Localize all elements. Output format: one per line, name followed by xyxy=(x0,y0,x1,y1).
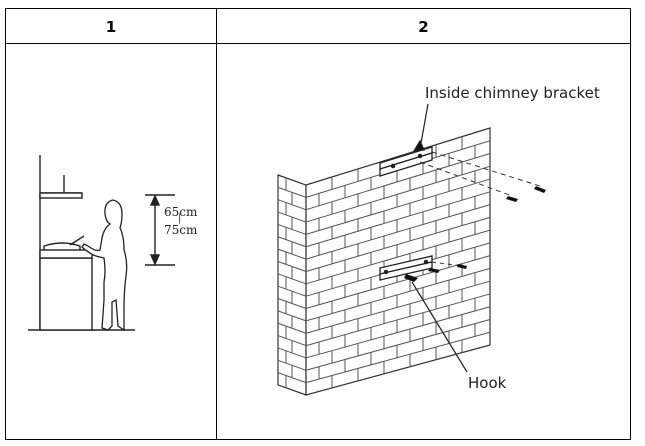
brick-mortar-line xyxy=(305,153,491,211)
screw-guides-upper xyxy=(419,151,541,197)
height-range-separator: | xyxy=(178,213,182,224)
height-max-label: 75cm xyxy=(164,223,198,237)
chimney-bracket xyxy=(379,139,433,177)
brick-mortar-line xyxy=(305,293,491,347)
hook-leader-line xyxy=(411,281,468,373)
hook-bracket xyxy=(379,255,433,281)
brick-mortar-line xyxy=(305,267,491,322)
column-divider xyxy=(216,9,217,439)
brick-mortar-line xyxy=(305,306,491,359)
hood-drawing xyxy=(39,175,83,199)
screws-upper xyxy=(506,186,546,202)
hook-label: Hook xyxy=(468,374,507,392)
bracket-label: Inside chimney bracket xyxy=(425,84,600,102)
brick-mortar-line xyxy=(305,204,491,260)
header-divider xyxy=(6,43,630,44)
column-header-1: 1 xyxy=(105,18,117,36)
brick-mortar-line xyxy=(305,216,491,272)
screw-guides-lower xyxy=(431,261,463,267)
brick-mortar-line xyxy=(305,165,491,223)
brick-mortar-line xyxy=(305,191,491,248)
brick-mortar-line xyxy=(305,178,491,235)
screws-lower xyxy=(404,264,467,282)
brick-wall-figure xyxy=(277,103,546,396)
dimension-arrow xyxy=(145,194,175,266)
bracket-leader-line xyxy=(420,103,429,144)
height-min-label: 65cm xyxy=(164,205,198,219)
installation-height-figure xyxy=(28,155,175,332)
wall-front-face xyxy=(305,127,491,396)
brick-mortar-line xyxy=(305,331,491,384)
brick-courses-side xyxy=(277,177,307,388)
brick-mortar-line xyxy=(305,229,491,285)
brick-mortar-line xyxy=(305,280,491,334)
instruction-table: 1 2 xyxy=(5,8,631,440)
column-header-2: 2 xyxy=(418,18,429,36)
counter-drawing xyxy=(39,235,93,331)
brick-mortar-line xyxy=(305,318,491,371)
person-silhouette xyxy=(81,199,128,332)
